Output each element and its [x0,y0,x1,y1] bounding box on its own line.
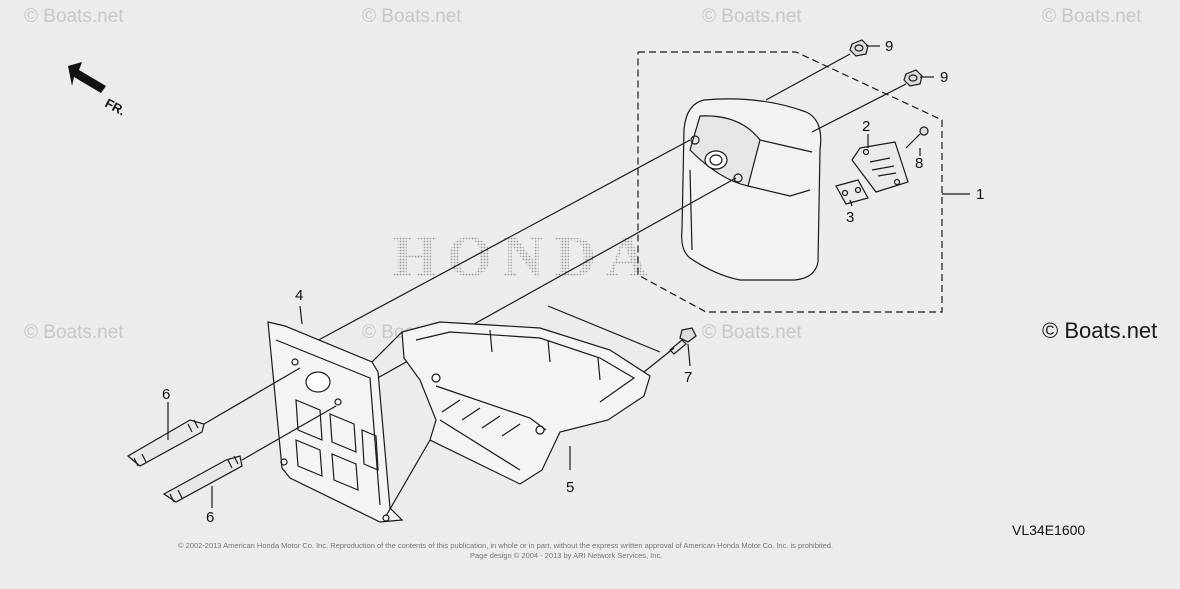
callout-6-upper: 6 [162,386,170,403]
protector-plate [851,141,909,193]
watermark-3: © Boats.net [702,6,802,27]
stud-bolt-6-lower [162,455,243,503]
watermark-5: © Boats.net [24,322,124,343]
nut-9-lower [903,69,923,87]
callout-3: 3 [846,209,854,226]
callout-6-lower: 6 [206,509,214,526]
copyright-line-1: © 2002-2013 American Honda Motor Co. Inc… [178,541,834,550]
watermark-7: © Boats.net [702,322,802,343]
muffler-body [681,98,822,281]
flange-bolt-7 [643,327,697,373]
front-label: FR. [103,95,129,118]
gasket-small [835,179,869,205]
front-arrow-icon: FR. [68,62,128,118]
callout-7: 7 [684,369,692,386]
callout-8: 8 [915,155,923,172]
heat-shield [267,321,404,523]
callout-1: 1 [976,186,984,203]
callout-2: 2 [862,118,870,135]
watermark-corner: © Boats.net [1042,318,1158,343]
copyright-line-2: Page design © 2004 - 2013 by ARI Network… [470,551,663,560]
muffler-guard [401,321,651,485]
diagram-code: VL34E1600 [1012,522,1086,538]
callout-9-upper: 9 [885,38,893,55]
assembly-box-1 [637,51,943,313]
screw-8 [905,126,929,149]
nut-9-upper [849,39,869,57]
callout-9-lower: 9 [940,69,948,86]
callout-5: 5 [566,479,574,496]
stud-bolt-6-upper [126,419,205,467]
callout-4: 4 [295,287,303,304]
watermark-4: © Boats.net [1042,6,1142,27]
watermark-2: © Boats.net [362,6,462,27]
watermark-1: © Boats.net [24,6,124,27]
